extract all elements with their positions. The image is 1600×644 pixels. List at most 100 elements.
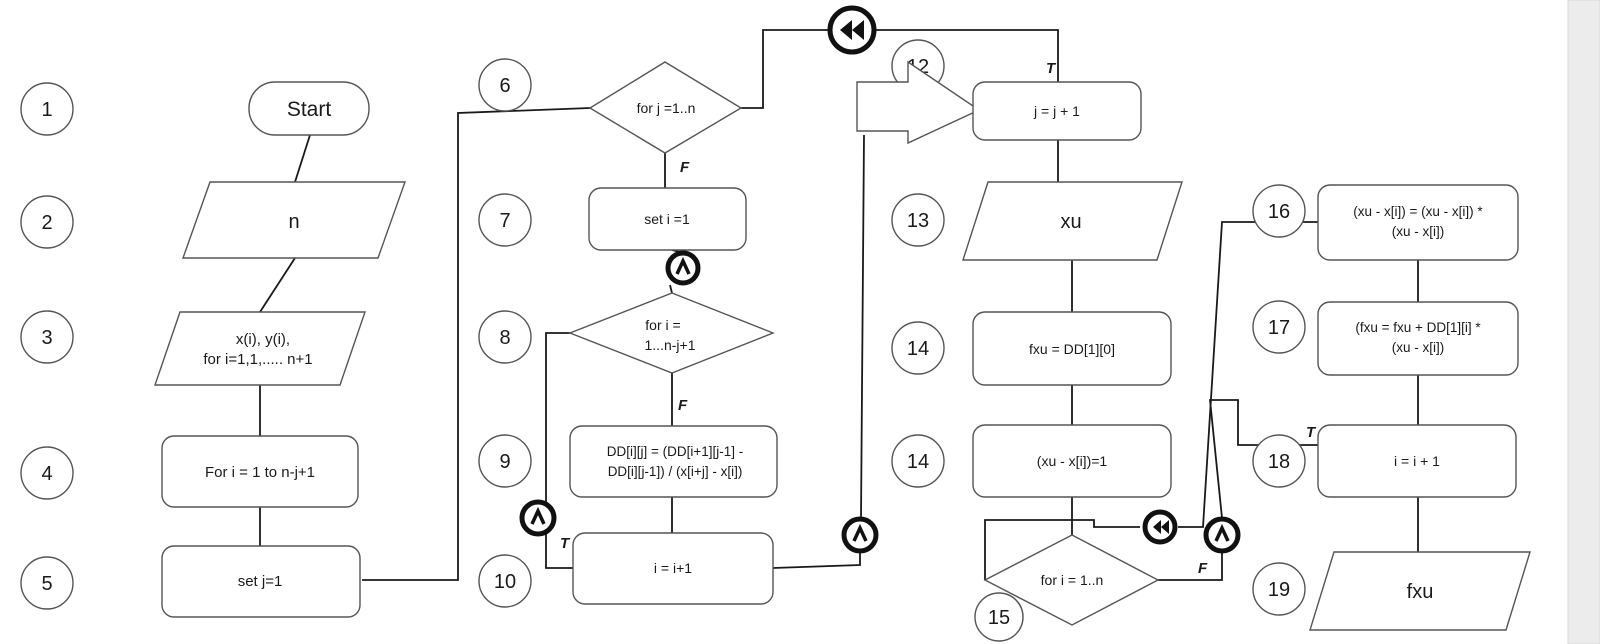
row-number: 14 bbox=[891, 321, 945, 375]
edge-conn-to-product bbox=[1178, 221, 1318, 528]
row-number: 2 bbox=[20, 195, 74, 249]
svg-text:x(i), y(i),: x(i), y(i), bbox=[236, 331, 290, 348]
svg-text:19: 19 bbox=[1268, 579, 1290, 601]
edge-label-f: F bbox=[680, 159, 690, 176]
up-chevron-icon bbox=[519, 499, 557, 537]
svg-text:fxu = DD[1][0]: fxu = DD[1][0] bbox=[1029, 341, 1115, 357]
svg-text:4: 4 bbox=[41, 463, 52, 485]
edge-labels: F F T T F T bbox=[560, 60, 1317, 577]
svg-text:8: 8 bbox=[499, 327, 510, 349]
node-fxu-sum: (fxu = fxu + DD[1][i] * (xu - x[i]) bbox=[1317, 301, 1519, 376]
svg-text:14: 14 bbox=[907, 451, 929, 473]
svg-text:i = i + 1: i = i + 1 bbox=[1394, 453, 1440, 469]
edge-inc-to-right bbox=[772, 553, 861, 569]
row-number: 18 bbox=[1252, 434, 1306, 488]
row-number: 6 bbox=[478, 58, 532, 112]
row-number: 8 bbox=[478, 310, 532, 364]
node-input-n: n bbox=[182, 181, 406, 259]
svg-text:3: 3 bbox=[41, 327, 52, 349]
row-number: 10 bbox=[478, 554, 532, 608]
scrollbar[interactable] bbox=[1567, 0, 1600, 644]
svg-text:(xu - x[i]): (xu - x[i]) bbox=[1392, 224, 1445, 239]
svg-text:n: n bbox=[288, 211, 299, 233]
svg-text:6: 6 bbox=[499, 75, 510, 97]
svg-text:7: 7 bbox=[499, 210, 510, 232]
row-number: 13 bbox=[891, 193, 945, 247]
svg-text:(fxu = fxu + DD[1][i] *: (fxu = fxu + DD[1][i] * bbox=[1355, 320, 1481, 335]
edge-conn-to-decisioni bbox=[669, 284, 673, 294]
flowchart-edges bbox=[259, 29, 1419, 581]
up-chevron-icon bbox=[665, 250, 701, 286]
block-arrow-icon bbox=[856, 60, 981, 145]
node-output-fxu: fxu bbox=[1309, 551, 1531, 631]
rewind-icon bbox=[827, 5, 877, 55]
svg-text:i = i+1: i = i+1 bbox=[654, 560, 692, 576]
node-set-i: set i =1 bbox=[588, 187, 747, 251]
node-start: Start bbox=[248, 81, 370, 136]
row-number: 9 bbox=[478, 434, 532, 488]
svg-text:for i=1,1,..... n+1: for i=1,1,..... n+1 bbox=[203, 351, 312, 368]
edge-top-to-incj bbox=[875, 29, 1059, 82]
svg-text:for i = 1..n: for i = 1..n bbox=[1041, 572, 1104, 588]
svg-text:2: 2 bbox=[41, 212, 52, 234]
node-inc-i-right: i = i + 1 bbox=[1317, 424, 1517, 498]
edge-inc-loop-back bbox=[545, 332, 573, 569]
svg-text:set j=1: set j=1 bbox=[238, 573, 283, 590]
edge-label-f: F bbox=[678, 397, 688, 414]
svg-text:For i = 1 to n-j+1: For i = 1 to n-j+1 bbox=[205, 464, 315, 481]
row-number: 16 bbox=[1252, 184, 1306, 238]
svg-text:Start: Start bbox=[287, 98, 332, 121]
svg-text:17: 17 bbox=[1268, 317, 1290, 339]
node-fxu-init: fxu = DD[1][0] bbox=[972, 311, 1172, 386]
row-number: 7 bbox=[478, 193, 532, 247]
row-number: 17 bbox=[1252, 300, 1306, 354]
edge-conn-up-to-arrow bbox=[860, 134, 865, 519]
up-chevron-icon bbox=[841, 516, 879, 554]
svg-text:15: 15 bbox=[988, 607, 1010, 629]
svg-text:fxu: fxu bbox=[1407, 581, 1434, 603]
svg-text:9: 9 bbox=[499, 451, 510, 473]
svg-text:10: 10 bbox=[494, 571, 516, 593]
edge-label-t: T bbox=[560, 535, 571, 552]
edge-decision-loop-left bbox=[984, 519, 1140, 580]
svg-text:for i =: for i = bbox=[645, 317, 680, 333]
edge-label-t: T bbox=[1306, 424, 1317, 441]
svg-text:5: 5 bbox=[41, 573, 52, 595]
row-number: 14 bbox=[891, 434, 945, 488]
node-xu-product: (xu - x[i]) = (xu - x[i]) * (xu - x[i]) bbox=[1317, 184, 1519, 261]
row-number: 4 bbox=[20, 446, 74, 500]
row-number: 1 bbox=[20, 82, 74, 136]
node-dd-formula: DD[i][j] = (DD[i+1][j-1] - DD[i][j-1]) /… bbox=[569, 425, 778, 498]
edge-decisionj-true-top bbox=[740, 29, 830, 109]
svg-text:16: 16 bbox=[1268, 201, 1290, 223]
node-decision-i: for i = 1...n-j+1 bbox=[568, 292, 775, 374]
svg-text:set i =1: set i =1 bbox=[644, 211, 690, 227]
svg-text:18: 18 bbox=[1268, 451, 1290, 473]
row-number: 19 bbox=[1252, 562, 1306, 616]
svg-text:DD[i][j-1]) / (x[i+j] - x[i]): DD[i][j-1]) / (x[i+j] - x[i]) bbox=[608, 464, 743, 479]
edge-setj-to-decisionj bbox=[362, 107, 591, 581]
svg-text:1...n-j+1: 1...n-j+1 bbox=[645, 337, 696, 353]
svg-text:14: 14 bbox=[907, 338, 929, 360]
edge-n-to-xy bbox=[259, 257, 296, 313]
svg-text:for j =1..n: for j =1..n bbox=[637, 100, 696, 116]
edge-label-f: F bbox=[1198, 560, 1208, 577]
row-number: 5 bbox=[20, 556, 74, 610]
up-chevron-icon bbox=[1203, 516, 1241, 554]
svg-text:(xu - x[i])=1: (xu - x[i])=1 bbox=[1037, 453, 1108, 469]
node-decision-i-right: for i = 1..n bbox=[983, 534, 1160, 626]
row-numbers: 1 2 3 4 5 6 7 8 9 10 12 13 14 14 15 16 1… bbox=[20, 39, 1306, 642]
svg-text:j = j + 1: j = j + 1 bbox=[1033, 103, 1080, 119]
row-number: 15 bbox=[974, 592, 1024, 642]
svg-text:(xu - x[i]) = (xu - x[i]) *: (xu - x[i]) = (xu - x[i]) * bbox=[1353, 204, 1483, 219]
node-xu-minus-init: (xu - x[i])=1 bbox=[972, 424, 1172, 498]
svg-text:13: 13 bbox=[907, 210, 929, 232]
svg-text:1: 1 bbox=[41, 99, 52, 121]
node-input-xu: xu bbox=[962, 181, 1183, 261]
edge-start-to-n bbox=[294, 134, 311, 183]
node-input-xy: x(i), y(i), for i=1,1,..... n+1 bbox=[154, 311, 366, 386]
edge-decision-false bbox=[1158, 550, 1223, 581]
svg-text:(xu - x[i]): (xu - x[i]) bbox=[1392, 340, 1445, 355]
edge-label-t: T bbox=[1046, 60, 1057, 77]
